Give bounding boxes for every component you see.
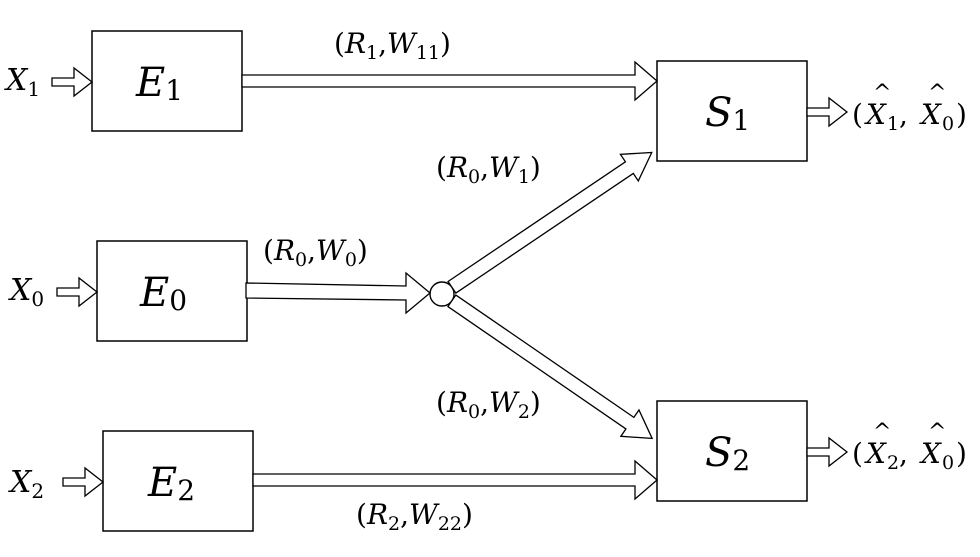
svg-text:2: 2 [887,452,899,474]
input-x0-label: X0 [8,273,44,311]
link-arrow-e2-s2 [252,459,658,501]
svg-text:^: ^ [928,81,946,106]
encoder-e0-label: E0 [139,270,187,317]
input-arrow-x1 [51,66,94,98]
svg-text:^: ^ [928,420,946,445]
decoder-s2-label: S2 [705,430,750,477]
link-label-e2-s2: (R2,W22) [356,498,473,535]
output-arrow-s2 [806,436,849,468]
link-label-e1-s1: (R1,W11) [334,27,451,64]
svg-text:(: ( [852,98,863,131]
svg-text:^: ^ [873,81,891,106]
encoder-e2-box [102,430,254,532]
encoder-e0-box [96,240,248,342]
decoder-s1-label: S1 [705,90,750,137]
link-arrow-e1-s1 [241,60,658,102]
encoder-e2-label: E2 [147,460,195,507]
link-arrow-node-s2 [447,294,654,440]
svg-text:): ) [956,437,967,470]
output-arrow-s1 [806,96,849,128]
output-s1-label: ( ^ X 1 , ^ X 0 ) [852,81,967,135]
svg-text:0: 0 [942,452,954,474]
link-label-e0-node: (R0,W0) [263,234,368,271]
input-arrow-x2 [62,466,105,498]
encoder-e1-box [91,30,243,132]
decoder-s1-box [656,60,808,162]
input-arrow-x0 [56,276,99,308]
link-label-node-s1: (R0,W1) [436,151,541,188]
link-label-node-s2: (R0,W2) [436,386,541,423]
svg-text:,: , [899,437,908,470]
svg-text:(: ( [852,437,863,470]
link-arrow-node-s1 [447,151,653,294]
link-arrow-e0-node [245,271,432,315]
svg-text:X: X [864,437,887,470]
junction-node [429,281,455,307]
svg-text:X: X [919,98,942,131]
svg-text:0: 0 [942,113,954,135]
svg-text:,: , [899,98,908,131]
svg-text:): ) [956,98,967,131]
input-x1-label: X1 [4,63,40,101]
svg-text:^: ^ [873,420,891,445]
svg-text:X: X [864,98,887,131]
svg-text:X: X [919,437,942,470]
input-x2-label: X2 [8,465,44,503]
output-s2-label: ( ^ X 2 , ^ X 0 ) [852,420,967,474]
svg-text:1: 1 [887,113,899,135]
encoder-e1-label: E1 [135,60,183,107]
decoder-s2-box [656,400,808,502]
